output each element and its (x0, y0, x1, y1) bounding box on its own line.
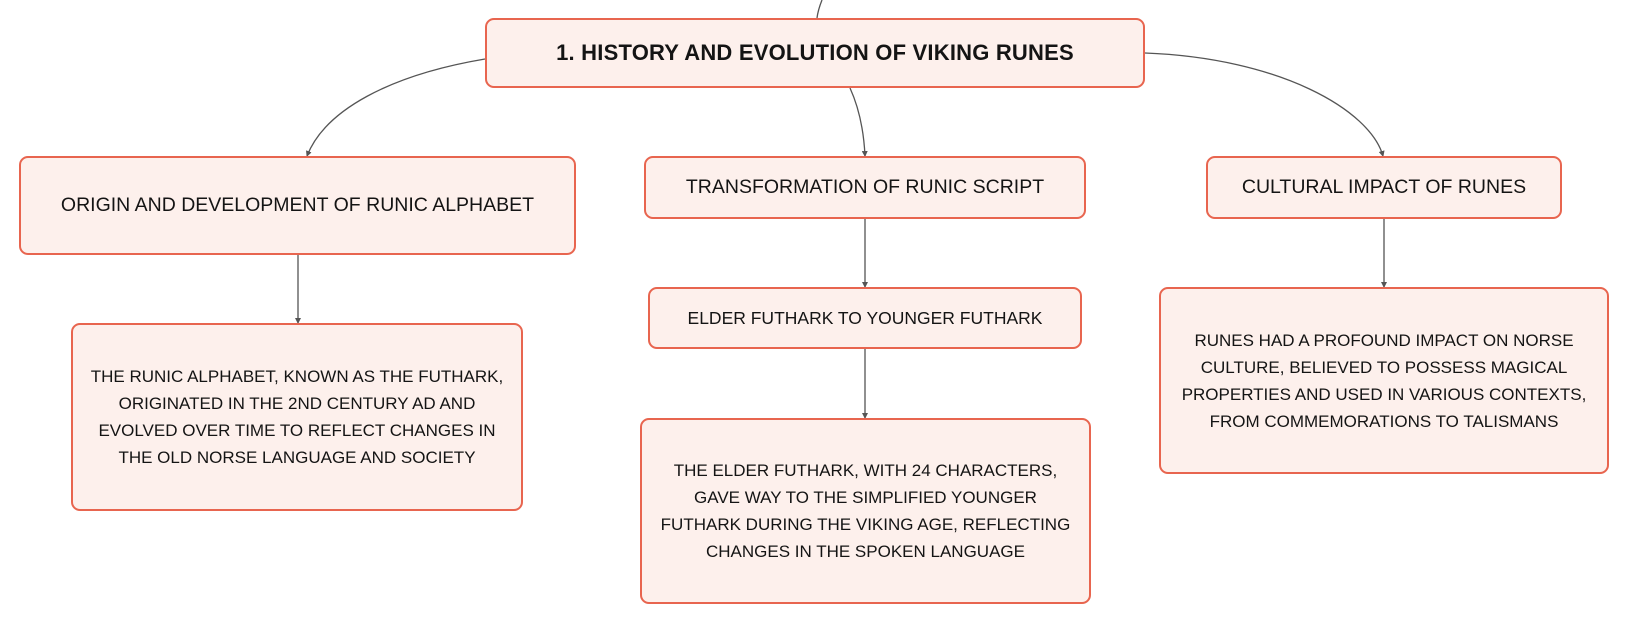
connector-root-to-transformation (849, 87, 868, 157)
sub-node-label: Elder Futhark to Younger Futhark (687, 307, 1043, 328)
branch-node-label: Cultural Impact of Runes (1241, 176, 1527, 198)
detail-node-origin[interactable]: The runic alphabet, known as the Futhark… (71, 323, 523, 511)
sub-node-elder-to-younger[interactable]: Elder Futhark to Younger Futhark (648, 287, 1082, 349)
detail-node-cultural[interactable]: Runes had a profound impact on Norse cul… (1159, 287, 1609, 474)
detail-node-transformation[interactable]: The Elder Futhark, with 24 characters, g… (640, 418, 1091, 604)
connector-root-to-origin (306, 58, 486, 157)
detail-node-text: Runes had a profound impact on Norse cul… (1181, 330, 1587, 431)
detail-node-text: The runic alphabet, known as the Futhark… (90, 367, 504, 467)
branch-node-cultural[interactable]: Cultural Impact of Runes (1206, 156, 1562, 219)
branch-node-label: Origin and Development of Runic Alphabet (60, 194, 535, 216)
connector-root-to-cultural (1144, 52, 1385, 157)
detail-node-text: The Elder Futhark, with 24 characters, g… (660, 461, 1071, 561)
root-node-label: 1. History and Evolution of Viking Runes (556, 40, 1074, 65)
branch-node-label: Transformation of Runic Script (685, 176, 1045, 198)
branch-node-transformation[interactable]: Transformation of Runic Script (644, 156, 1086, 219)
connector-root-parent (816, 0, 823, 19)
branch-node-origin[interactable]: Origin and Development of Runic Alphabet (19, 156, 576, 255)
root-node[interactable]: 1. History and Evolution of Viking Runes (485, 18, 1145, 88)
